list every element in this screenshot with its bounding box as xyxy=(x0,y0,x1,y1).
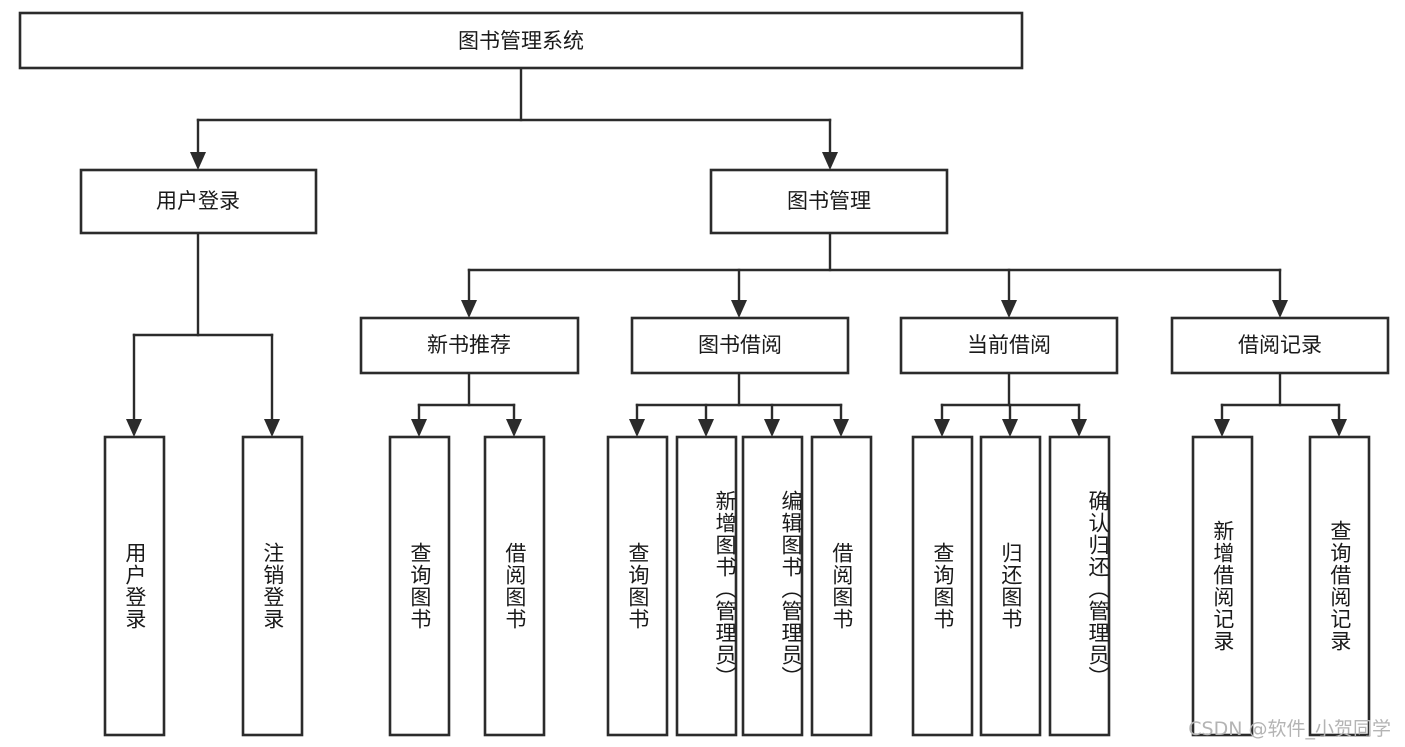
connector-group xyxy=(126,66,1347,437)
leaf-box-book-borrow-3[interactable] xyxy=(810,435,873,737)
node-new-book-recommend-box[interactable] xyxy=(359,316,580,375)
arrow-current-borrow-leaf-0 xyxy=(934,419,950,437)
leaf-box-user-login-0[interactable] xyxy=(103,435,166,737)
leaf-box-user-login-1[interactable] xyxy=(241,435,304,737)
node-current-borrow-label: 当前借阅 xyxy=(967,333,1051,357)
node-borrow-record-label: 借阅记录 xyxy=(1238,333,1322,357)
arrow-user-login-leaf-0 xyxy=(126,419,142,437)
arrow-book-borrow-leaf-2 xyxy=(764,419,780,437)
node-root-label: 图书管理系统 xyxy=(458,29,584,53)
node-user-login-label: 用户登录 xyxy=(156,189,240,213)
leaf-box-current-borrow-2[interactable] xyxy=(1048,435,1111,737)
leaf-box-book-borrow-2[interactable] xyxy=(741,435,804,737)
arrow-borrow-record-leaf-0 xyxy=(1214,419,1230,437)
leaf-box-new-book-1[interactable] xyxy=(483,435,546,737)
arrow-to-current-borrow xyxy=(1001,300,1017,318)
node-new-book-recommend[interactable]: 新书推荐 xyxy=(359,316,580,375)
arrow-new-book-leaf-0 xyxy=(411,419,427,437)
node-user-login-box[interactable] xyxy=(79,168,318,235)
node-book-borrow-label: 图书借阅 xyxy=(698,333,782,357)
arrow-to-borrow-record xyxy=(1272,300,1288,318)
node-borrow-record[interactable]: 借阅记录 xyxy=(1170,316,1390,375)
node-user-login[interactable]: 用户登录 xyxy=(79,168,318,235)
leaf-box-current-borrow-1[interactable] xyxy=(979,435,1042,737)
leaf-box-borrow-record-1[interactable] xyxy=(1308,435,1371,737)
node-book-borrow-box[interactable] xyxy=(630,316,850,375)
node-current-borrow-box[interactable] xyxy=(899,316,1119,375)
arrow-book-borrow-leaf-1 xyxy=(698,419,714,437)
node-book-manage-box[interactable] xyxy=(709,168,949,235)
leaf-box-book-borrow-1[interactable] xyxy=(675,435,738,737)
node-current-borrow[interactable]: 当前借阅 xyxy=(899,316,1119,375)
arrow-to-book-manage xyxy=(822,152,838,170)
arrow-to-new-book xyxy=(461,300,477,318)
arrow-to-user-login xyxy=(190,152,206,170)
arrow-book-borrow-leaf-0 xyxy=(629,419,645,437)
arrow-new-book-leaf-1 xyxy=(506,419,522,437)
arrow-to-book-borrow xyxy=(731,300,747,318)
node-borrow-record-box[interactable] xyxy=(1170,316,1390,375)
node-new-book-recommend-label: 新书推荐 xyxy=(427,333,511,357)
arrow-user-login-leaf-1 xyxy=(264,419,280,437)
node-book-borrow[interactable]: 图书借阅 xyxy=(630,316,850,375)
leaf-box-new-book-0[interactable] xyxy=(388,435,451,737)
node-book-manage-label: 图书管理 xyxy=(787,189,871,213)
arrow-borrow-record-leaf-1 xyxy=(1331,419,1347,437)
node-book-manage[interactable]: 图书管理 xyxy=(709,168,949,235)
leaf-box-borrow-record-0[interactable] xyxy=(1191,435,1254,737)
arrow-current-borrow-leaf-1 xyxy=(1002,419,1018,437)
arrow-current-borrow-leaf-2 xyxy=(1071,419,1087,437)
leaf-box-current-borrow-0[interactable] xyxy=(911,435,974,737)
node-root-box[interactable] xyxy=(18,11,1024,70)
node-root[interactable]: 图书管理系统 xyxy=(18,11,1024,70)
leaf-box-book-borrow-0[interactable] xyxy=(606,435,669,737)
arrow-book-borrow-leaf-3 xyxy=(833,419,849,437)
leaf-box-group xyxy=(103,435,1371,737)
